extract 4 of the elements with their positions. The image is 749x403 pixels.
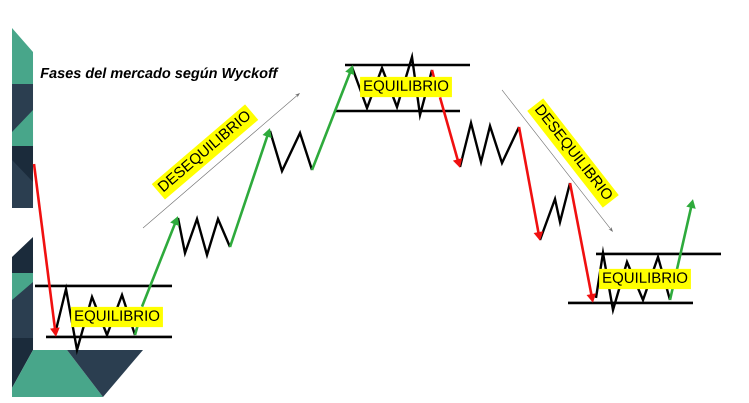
title: Fases del mercado según Wyckoff: [40, 67, 279, 81]
highlighted-label: EQUILIBRIO: [360, 76, 452, 98]
highlighted-label: EQUILIBRIO: [71, 306, 163, 328]
highlighted-label: EQUILIBRIO: [599, 268, 691, 290]
